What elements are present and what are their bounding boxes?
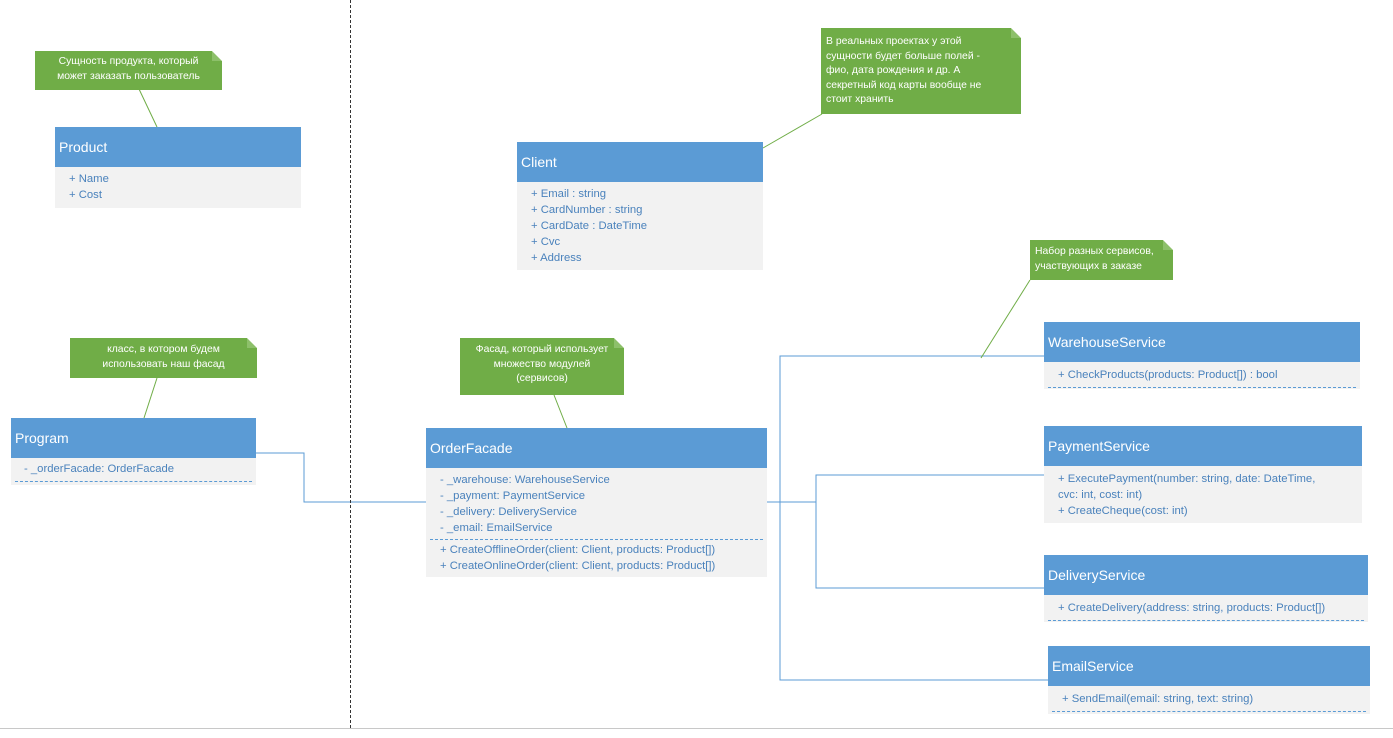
class-method: + CreateOnlineOrder(client: Client, prod… bbox=[440, 560, 716, 572]
class-title: EmailService bbox=[1048, 646, 1370, 686]
note-fold-icon bbox=[247, 338, 257, 348]
note-line: фио, дата рождения и др. А bbox=[826, 65, 961, 76]
class-method: + ExecutePayment(number: string, date: D… bbox=[1058, 473, 1316, 485]
program-note-anchor bbox=[143, 377, 158, 419]
services-note: Набор разных сервисов, участвующих в зак… bbox=[1030, 240, 1173, 280]
class-warehouse-service[interactable]: WarehouseService + CheckProducts(product… bbox=[1044, 322, 1360, 389]
class-program[interactable]: Program - _orderFacade: OrderFacade bbox=[11, 418, 256, 485]
client-note-anchor bbox=[762, 113, 823, 149]
class-member: + Email : string bbox=[531, 188, 607, 200]
class-client[interactable]: Client + Email : string + CardNumber : s… bbox=[517, 142, 763, 270]
class-delivery-service[interactable]: DeliveryService + CreateDelivery(address… bbox=[1044, 555, 1368, 622]
class-method: + SendEmail(email: string, text: string) bbox=[1062, 693, 1254, 705]
class-method: + CreateOfflineOrder(client: Client, pro… bbox=[440, 544, 716, 556]
payment-delivery-bracket bbox=[815, 474, 1044, 589]
class-member: + CardDate : DateTime bbox=[531, 220, 648, 232]
note-line: Сущность продукта, который bbox=[58, 56, 199, 67]
note-line: В реальных проектах у этой bbox=[826, 36, 962, 47]
note-line: сущности будет больше полей - bbox=[826, 50, 980, 62]
class-member: + Address bbox=[531, 252, 582, 264]
layer-divider bbox=[350, 0, 351, 728]
class-field: - _orderFacade: OrderFacade bbox=[24, 463, 175, 475]
note-line: (сервисов) bbox=[516, 373, 568, 384]
class-field: - _warehouse: WarehouseService bbox=[440, 474, 610, 486]
class-product[interactable]: Product + Name + Cost bbox=[55, 127, 301, 208]
client-note[interactable]: В реальных проектах у этой сущности буде… bbox=[821, 28, 1021, 114]
class-title: Program bbox=[11, 418, 256, 458]
class-title: Client bbox=[517, 142, 763, 182]
note-fold-icon bbox=[1163, 240, 1173, 250]
class-field: - _delivery: DeliveryService bbox=[440, 506, 577, 518]
class-title: PaymentService bbox=[1044, 426, 1362, 466]
product-note: Сущность продукта, который может заказат… bbox=[35, 51, 222, 90]
note-fold-icon bbox=[614, 338, 624, 348]
note-line: Фасад, который использует bbox=[475, 344, 609, 355]
class-title: Product bbox=[55, 127, 301, 167]
class-member: + Name bbox=[69, 173, 109, 185]
class-title: OrderFacade bbox=[426, 428, 767, 468]
program-to-facade-line bbox=[256, 452, 427, 503]
note-line: множество модулей bbox=[493, 358, 591, 370]
facade-note: Фасад, который использует множество моду… bbox=[460, 338, 624, 395]
member-separator bbox=[15, 481, 252, 482]
class-member: + CardNumber : string bbox=[531, 204, 643, 216]
product-note-anchor bbox=[138, 88, 158, 128]
class-member: + Cvc bbox=[531, 236, 561, 248]
note-line: стоит хранить bbox=[826, 94, 894, 105]
class-email-service[interactable]: EmailService + SendEmail(email: string, … bbox=[1048, 646, 1370, 714]
note-line: участвующих в заказе bbox=[1035, 260, 1142, 272]
services-note-anchor bbox=[980, 279, 1031, 359]
class-title: WarehouseService bbox=[1044, 322, 1360, 362]
class-field: - _email: EmailService bbox=[440, 522, 553, 534]
member-separator bbox=[1048, 387, 1356, 388]
member-separator bbox=[1052, 711, 1366, 712]
note-line: Набор разных сервисов, bbox=[1035, 246, 1154, 257]
member-separator bbox=[430, 539, 763, 540]
warehouse-email-bracket bbox=[779, 355, 1048, 681]
note-line: класс, в котором будем bbox=[107, 344, 220, 355]
class-member: + Cost bbox=[69, 189, 102, 201]
note-line: использовать наш фасад bbox=[102, 358, 225, 370]
program-note: класс, в котором будем использовать наш … bbox=[70, 338, 257, 378]
class-method: + CreateDelivery(address: string, produc… bbox=[1058, 602, 1326, 614]
class-order-facade[interactable]: OrderFacade - _warehouse: WarehouseServi… bbox=[426, 428, 767, 577]
note-fold-icon bbox=[212, 51, 222, 61]
class-method: cvc: int, cost: int) bbox=[1058, 489, 1143, 501]
note-line: секретный код карты вообще не bbox=[826, 79, 982, 91]
facade-note-anchor bbox=[553, 394, 568, 429]
member-separator bbox=[1048, 620, 1364, 621]
class-method: + CheckProducts(products: Product[]) : b… bbox=[1058, 369, 1278, 381]
class-payment-service[interactable]: PaymentService + ExecutePayment(number: … bbox=[1044, 426, 1362, 523]
class-field: - _payment: PaymentService bbox=[440, 490, 586, 502]
note-line: может заказать пользователь bbox=[57, 70, 200, 82]
class-title: DeliveryService bbox=[1044, 555, 1368, 595]
bottom-border bbox=[0, 728, 1393, 729]
class-method: + CreateCheque(cost: int) bbox=[1058, 505, 1188, 517]
note-fold-icon bbox=[1011, 28, 1021, 38]
